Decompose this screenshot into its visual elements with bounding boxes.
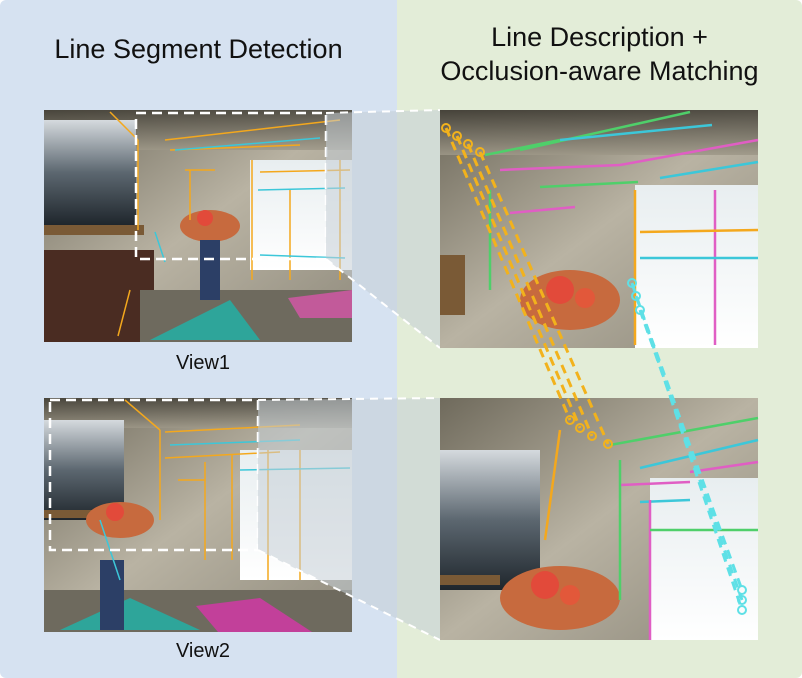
view2-crop-photo — [440, 398, 759, 640]
right-title-line2: Occlusion-aware Matching — [440, 56, 759, 86]
view2-label: View2 — [175, 640, 231, 662]
zoom-connectors — [257, 109, 441, 641]
right-panel-title: Line Description + Occlusion-aware Match… — [397, 20, 802, 88]
view1-photo — [44, 110, 352, 342]
view1-label: View1 — [175, 352, 231, 374]
left-panel-title: Line Segment Detection — [54, 34, 343, 64]
view1-crop-photo — [440, 110, 759, 348]
cyan-match-lines — [630, 282, 744, 611]
orange-match-lines — [444, 127, 610, 445]
orange-match-endpoints — [441, 123, 613, 449]
cyan-match-endpoints — [627, 278, 747, 615]
right-title-line1: Line Description + — [491, 22, 708, 52]
